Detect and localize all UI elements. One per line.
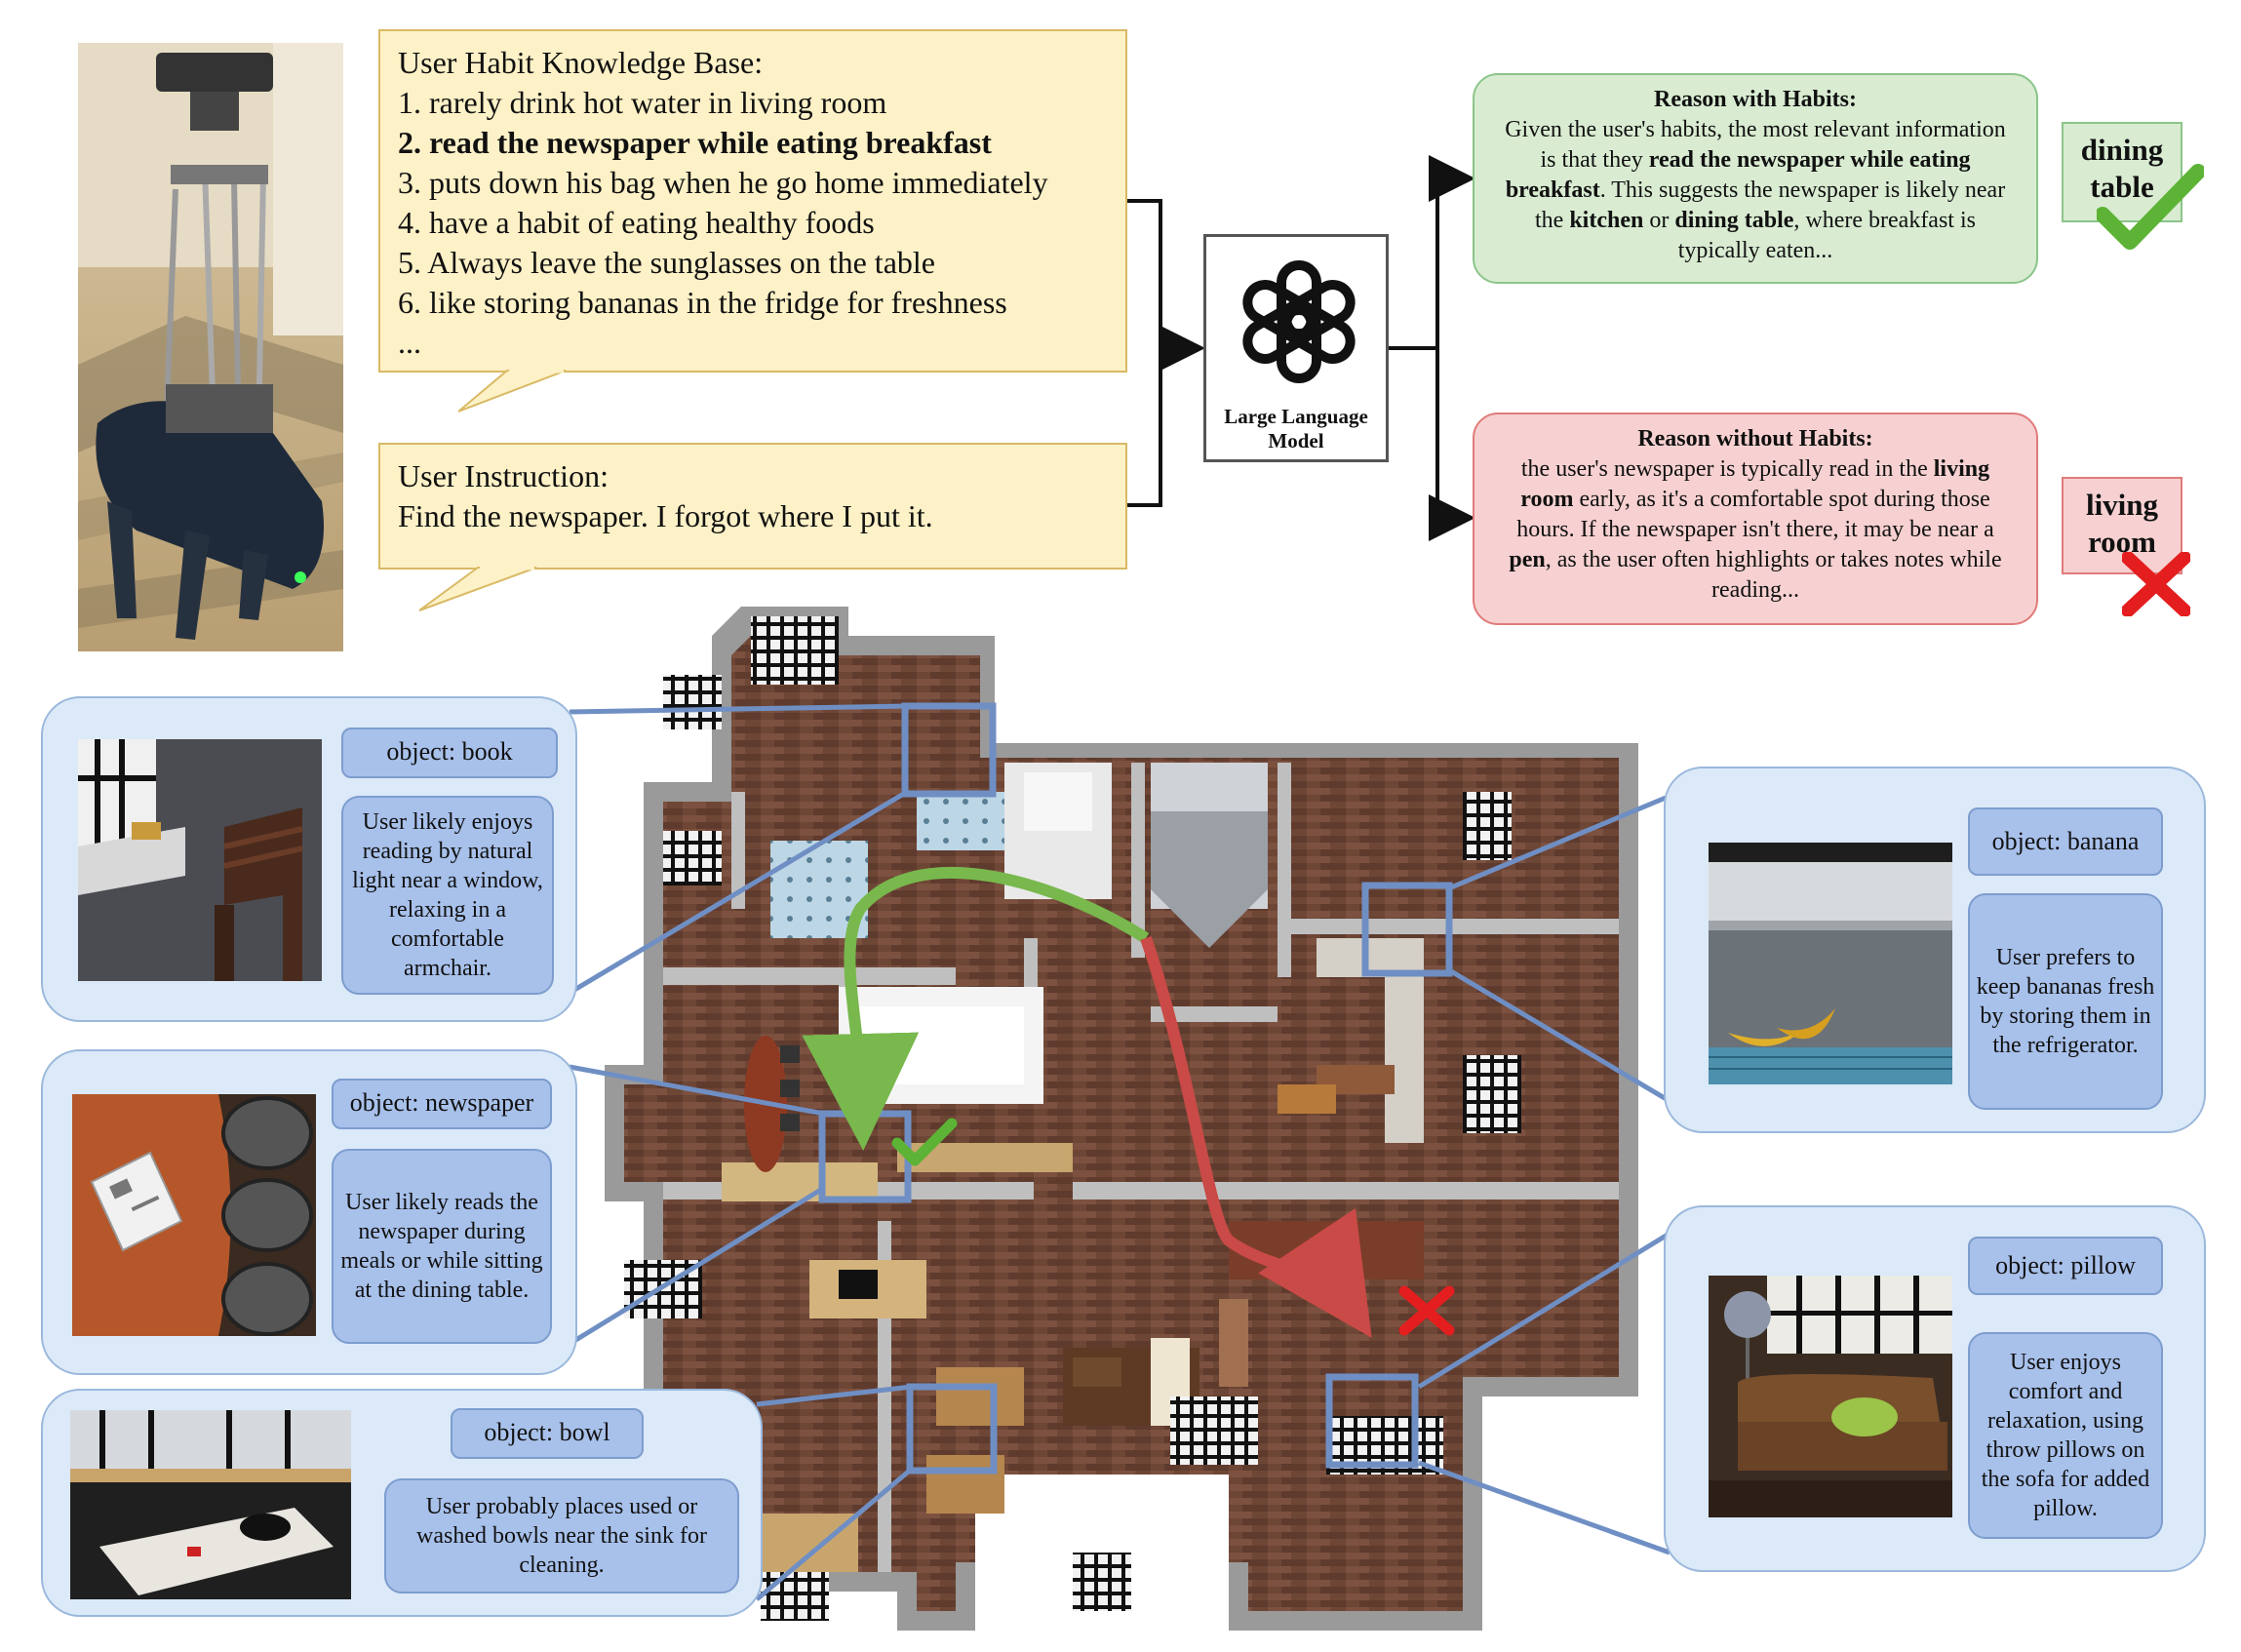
floorplan-check-icon bbox=[891, 1118, 958, 1166]
reason-without-text-2: early, as it's a comfortable spot during… bbox=[1516, 487, 1994, 542]
instruction-body: Find the newspaper. I forgot where I put… bbox=[398, 498, 933, 533]
reason-without-habits-box: Reason without Habits: the user's newspa… bbox=[1473, 413, 2038, 625]
habit-item-2: 2. read the newspaper while eating break… bbox=[398, 125, 992, 160]
book-thumbnail bbox=[78, 739, 322, 981]
newspaper-thumbnail bbox=[72, 1094, 316, 1336]
habit-item-5: 5. Always leave the sunglasses on the ta… bbox=[398, 245, 935, 280]
reason-without-title: Reason without Habits: bbox=[1637, 426, 1873, 452]
answer-living-line-2: room bbox=[2087, 525, 2157, 559]
house-floor-plan bbox=[605, 607, 1638, 1631]
instruction-title: User Instruction: bbox=[398, 458, 609, 493]
banana-thumbnail bbox=[1709, 843, 1952, 1084]
banana-object-label: object: banana bbox=[1968, 807, 2163, 876]
habit-kb-title: User Habit Knowledge Base: bbox=[398, 45, 764, 80]
pillow-thumbnail bbox=[1709, 1276, 1952, 1517]
newspaper-habit-description: User likely reads the newspaper during m… bbox=[332, 1149, 552, 1344]
reason-with-text-4: , where breakfast is typically eaten... bbox=[1677, 208, 1976, 263]
habit-item-4: 4. have a habit of eating healthy foods bbox=[398, 205, 875, 240]
llm-label: Large Language Model bbox=[1206, 405, 1386, 453]
floorplan-cross-icon bbox=[1398, 1285, 1455, 1336]
book-object-label: object: book bbox=[341, 728, 558, 778]
llm-box: Large Language Model bbox=[1203, 234, 1389, 462]
pillow-habit-description: User enjoys comfort and relaxation, usin… bbox=[1968, 1332, 2163, 1539]
bowl-habit-description: User probably places used or washed bowl… bbox=[384, 1478, 739, 1593]
llm-logo-icon bbox=[1242, 260, 1356, 383]
reason-without-text-1: the user's newspaper is typically read i… bbox=[1520, 456, 1934, 482]
reason-with-habits-box: Reason with Habits: Given the user's hab… bbox=[1473, 73, 2038, 284]
reason-without-bold-2: pen bbox=[1509, 547, 1546, 572]
bowl-object-label: object: bowl bbox=[451, 1408, 644, 1459]
answer-check-icon bbox=[2097, 164, 2204, 250]
book-habit-description: User likely enjoys reading by natural li… bbox=[341, 796, 554, 995]
robot-photo bbox=[78, 43, 343, 651]
object-panel-newspaper: object: newspaper User likely reads the … bbox=[41, 1049, 577, 1375]
reason-with-title: Reason with Habits: bbox=[1653, 87, 1858, 112]
habit-knowledge-base-text: User Habit Knowledge Base: 1. rarely dri… bbox=[380, 31, 1125, 374]
reason-with-bold-1: read the newspaper while eating breakfas… bbox=[1505, 147, 1971, 203]
reason-with-text-1: Given the user's habits, the most releva… bbox=[1505, 117, 2006, 173]
user-instruction-text: User Instruction: Find the newspaper. I … bbox=[380, 445, 1125, 548]
answer-dining-line-1: dining bbox=[2080, 133, 2164, 167]
llm-label-line-1: Large Language bbox=[1224, 405, 1368, 428]
reason-with-text-2: . This suggests the newspaper is likely … bbox=[1535, 177, 2006, 233]
pillow-object-label: object: pillow bbox=[1968, 1237, 2163, 1295]
reason-with-bold-2: kitchen bbox=[1569, 208, 1644, 233]
banana-habit-description: User prefers to keep bananas fresh by st… bbox=[1968, 893, 2163, 1110]
object-leader-lines bbox=[568, 703, 1705, 1601]
reason-with-text-3: or bbox=[1643, 208, 1675, 233]
reason-without-bold-1: living room bbox=[1520, 456, 1990, 512]
reason-with-bold-3: dining table bbox=[1674, 208, 1794, 233]
habit-item-1: 1. rarely drink hot water in living room bbox=[398, 85, 887, 120]
object-panel-banana: object: banana User prefers to keep bana… bbox=[1664, 767, 2206, 1133]
instruction-bubble-tail bbox=[419, 566, 537, 611]
habit-knowledge-base-box: User Habit Knowledge Base: 1. rarely dri… bbox=[378, 29, 1127, 373]
reason-without-text-3: , as the user often highlights or takes … bbox=[1545, 547, 2002, 603]
habit-bubble-tail bbox=[458, 369, 567, 413]
habit-item-ellipsis: ... bbox=[398, 325, 421, 360]
object-panel-bowl: object: bowl User probably places used o… bbox=[41, 1389, 763, 1617]
answer-living-line-1: living bbox=[2085, 488, 2159, 522]
user-instruction-box: User Instruction: Find the newspaper. I … bbox=[378, 443, 1127, 570]
llm-label-line-2: Model bbox=[1268, 429, 1324, 452]
object-panel-pillow: object: pillow User enjoys comfort and r… bbox=[1664, 1205, 2206, 1572]
habit-item-6: 6. like storing bananas in the fridge fo… bbox=[398, 285, 1007, 320]
flow-connectors bbox=[1127, 155, 1475, 541]
bowl-thumbnail bbox=[70, 1410, 351, 1599]
newspaper-object-label: object: newspaper bbox=[332, 1079, 552, 1129]
object-panel-book: object: book User likely enjoys reading … bbox=[41, 696, 577, 1022]
answer-dining-line-2: table bbox=[2090, 170, 2154, 204]
habit-item-3: 3. puts down his bag when he go home imm… bbox=[398, 165, 1048, 200]
answer-cross-icon bbox=[2122, 552, 2190, 616]
